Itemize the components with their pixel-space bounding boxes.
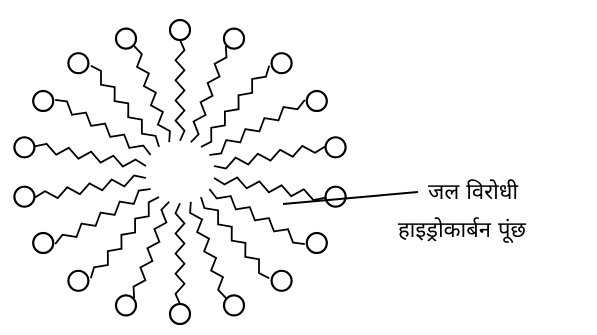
polar-head xyxy=(33,233,53,253)
polar-head xyxy=(170,304,190,324)
surfactant-molecules xyxy=(14,20,345,324)
hydrocarbon-tail xyxy=(176,203,185,304)
polar-head xyxy=(272,53,292,73)
polar-head xyxy=(68,53,88,73)
hydrophobic-tail-label-line-1: जल विरोधी xyxy=(428,182,518,204)
polar-head xyxy=(116,29,136,49)
polar-head xyxy=(33,91,53,111)
polar-head xyxy=(170,20,190,40)
polar-head xyxy=(224,295,244,315)
hydrocarbon-tail xyxy=(91,197,159,278)
hydrocarbon-tail xyxy=(201,66,269,147)
hydrocarbon-tail xyxy=(55,189,150,244)
hydrocarbon-tail xyxy=(35,176,146,199)
hydrocarbon-tail xyxy=(214,146,325,169)
polar-head xyxy=(307,91,327,111)
hydrocarbon-tail xyxy=(134,202,170,298)
hydrocarbon-tail xyxy=(191,46,227,142)
label-pointer-line xyxy=(283,192,418,204)
hydrophobic-tail-label-line-2: हाइड्रोकार्बन पूंछ xyxy=(398,220,526,242)
polar-head xyxy=(272,271,292,291)
hydrocarbon-tail xyxy=(134,46,170,142)
polar-head xyxy=(14,137,34,157)
polar-head xyxy=(307,233,327,253)
polar-head xyxy=(326,187,346,207)
hydrocarbon-tail xyxy=(176,40,185,141)
hydrocarbon-tail xyxy=(209,100,304,155)
hydrocarbon-tail xyxy=(209,189,304,244)
polar-head xyxy=(224,29,244,49)
hydrocarbon-tail xyxy=(55,100,150,155)
polar-head xyxy=(14,187,34,207)
polar-head xyxy=(68,271,88,291)
polar-head xyxy=(116,295,136,315)
hydrocarbon-tail xyxy=(190,202,226,298)
polar-head xyxy=(326,137,346,157)
